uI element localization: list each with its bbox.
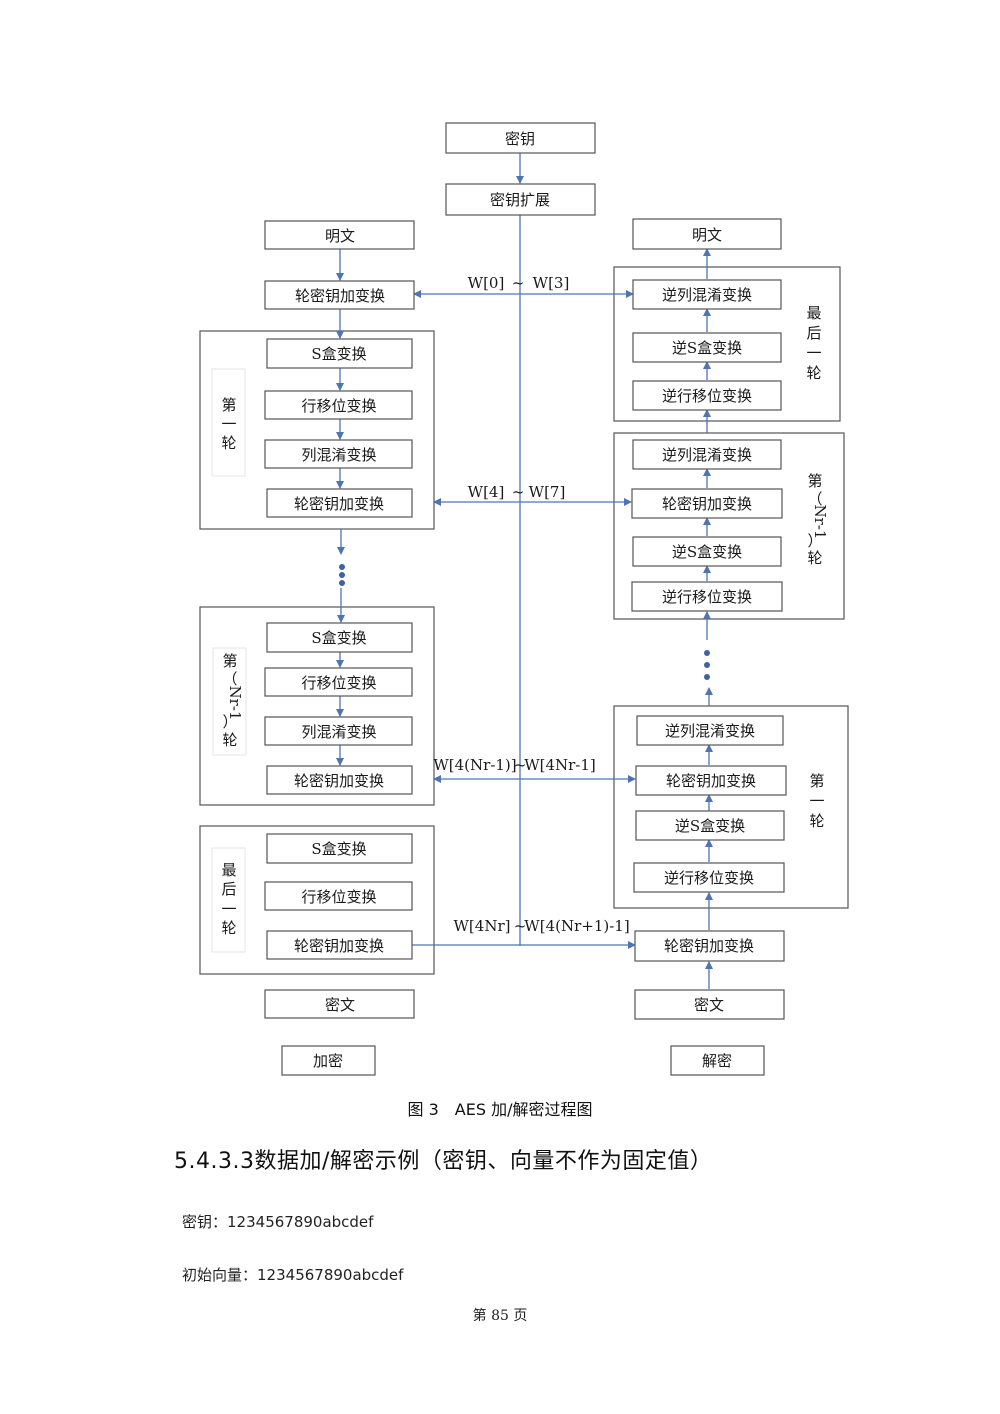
key-line-value: 1234567890abcdef: [227, 1213, 374, 1231]
enc-rn-label-c3: Nr-1: [226, 686, 244, 721]
enc-r1-step-4: 轮密钥加变换: [294, 495, 384, 513]
decrypt-footer-box: 解密: [702, 1052, 732, 1070]
enc-r1-step-2: 行移位变换: [301, 397, 376, 415]
dec-rn-step-2: 轮密钥加变换: [662, 495, 752, 513]
wnr-label-right: W[4(Nr+1)-1]: [524, 917, 629, 935]
dec-rn-label-c5: 轮: [807, 549, 822, 567]
enc-last-step-1: S盒变换: [311, 840, 366, 858]
dec-r1-step-1: 逆列混淆变换: [665, 722, 755, 740]
dec-last-label-c1: 最: [806, 304, 821, 322]
decrypt-ellipsis-dots: [704, 650, 710, 680]
section-heading: 5.4.3.3数据加/解密示例（密钥、向量不作为固定值）: [174, 1149, 713, 1174]
dec-r1-label-c3: 轮: [809, 812, 824, 830]
dec-last-step-1: 逆列混淆变换: [662, 286, 752, 304]
dec-r1-step-4: 逆行移位变换: [664, 869, 754, 887]
enc-rn-step-4: 轮密钥加变换: [294, 772, 384, 790]
dec-last-step-3: 逆行移位变换: [662, 387, 752, 405]
enc-last-step-3: 轮密钥加变换: [294, 937, 384, 955]
dec-rn-label-c1: 第: [807, 472, 822, 490]
dec-last-step-2: 逆S盒变换: [672, 339, 742, 357]
enc-rn-label-c2: （: [222, 670, 237, 688]
enc-initial-add-round-key-box: 轮密钥加变换: [295, 287, 385, 305]
w4-label-sep: ~: [512, 483, 525, 501]
encrypt-ellipsis-dots: [339, 564, 345, 586]
key-box: 密钥: [505, 130, 535, 148]
connector-lines: [336, 153, 713, 989]
dec-r1-label-c2: 一: [809, 792, 824, 810]
w0-label-sep: ~: [512, 274, 525, 292]
dec-r1-label-c1: 第: [809, 772, 824, 790]
dec-rn-step-3: 逆S盒变换: [672, 543, 742, 561]
w4-label-left: W[4]: [468, 483, 505, 501]
enc-r1-label-c1: 第: [221, 396, 236, 414]
enc-rn-label-c5: 轮: [222, 731, 237, 749]
enc-r1-label-c2: 一: [221, 415, 236, 433]
dec-last-label-c3: 一: [806, 344, 821, 362]
enc-rn-step-2: 行移位变换: [301, 674, 376, 692]
wnr-label-sep: ~: [514, 917, 527, 935]
dec-ciphertext-box: 密文: [694, 996, 724, 1014]
enc-rn-step-3: 列混淆变换: [301, 723, 376, 741]
enc-plaintext-box: 明文: [325, 227, 355, 245]
iv-line-value: 1234567890abcdef: [257, 1266, 404, 1284]
enc-r1-label-c3: 轮: [221, 434, 236, 452]
enc-r1-step-1: S盒变换: [311, 345, 366, 363]
wnr1-label-right: W[4Nr-1]: [524, 756, 596, 774]
wnr1-label-sep: ~: [514, 756, 527, 774]
dec-last-label-c2: 后: [806, 324, 821, 342]
key-expansion-box: 密钥扩展: [490, 191, 550, 209]
page-number: 第 85 页: [472, 1308, 528, 1324]
iv-line: 初始向量：1234567890abcdef: [182, 1264, 403, 1285]
iv-line-label: 初始向量：: [182, 1266, 258, 1284]
figure-caption: 图 3 AES 加/解密过程图: [407, 1100, 593, 1119]
enc-last-label-c2: 后: [221, 880, 236, 898]
dec-rn-label-c3: Nr-1: [811, 505, 829, 540]
dec-plaintext-box: 明文: [692, 226, 722, 244]
wnr1-label-left: W[4(Nr-1)]: [433, 756, 516, 774]
enc-rn-step-1: S盒变换: [311, 629, 366, 647]
dec-r1-step-3: 逆S盒变换: [675, 817, 745, 835]
dec-rn-label-c2: （: [807, 490, 822, 508]
enc-rn-label-c4: ）: [222, 713, 237, 731]
dec-initial-add-round-key-box: 轮密钥加变换: [664, 937, 754, 955]
dec-rn-step-1: 逆列混淆变换: [662, 446, 752, 464]
enc-last-label-c3: 一: [221, 900, 236, 918]
dec-r1-step-2: 轮密钥加变换: [666, 772, 756, 790]
key-line-label: 密钥：: [182, 1213, 228, 1231]
dec-rn-label-c4: ）: [807, 532, 822, 550]
enc-ciphertext-box: 密文: [325, 996, 355, 1014]
dec-last-label-c4: 轮: [806, 364, 821, 382]
enc-last-label-c1: 最: [221, 861, 236, 879]
w0-label-right: W[3]: [533, 274, 570, 292]
key-line: 密钥：1234567890abcdef: [182, 1211, 373, 1232]
w4-label-right: W[7]: [529, 483, 566, 501]
wnr-label-left: W[4Nr]: [454, 917, 511, 935]
w0-label-left: W[0]: [468, 274, 505, 292]
encrypt-footer-box: 加密: [313, 1052, 343, 1070]
enc-rn-label-c1: 第: [222, 652, 237, 670]
enc-last-label-c4: 轮: [221, 919, 236, 937]
enc-r1-step-3: 列混淆变换: [301, 446, 376, 464]
enc-last-step-2: 行移位变换: [301, 888, 376, 906]
aes-process-diagram: 密钥 密钥扩展 明文 轮密钥加变换 S盒变换 行移位变换 列混淆变换 轮密钥加变…: [199, 122, 849, 1076]
dec-rn-step-4: 逆行移位变换: [662, 588, 752, 606]
